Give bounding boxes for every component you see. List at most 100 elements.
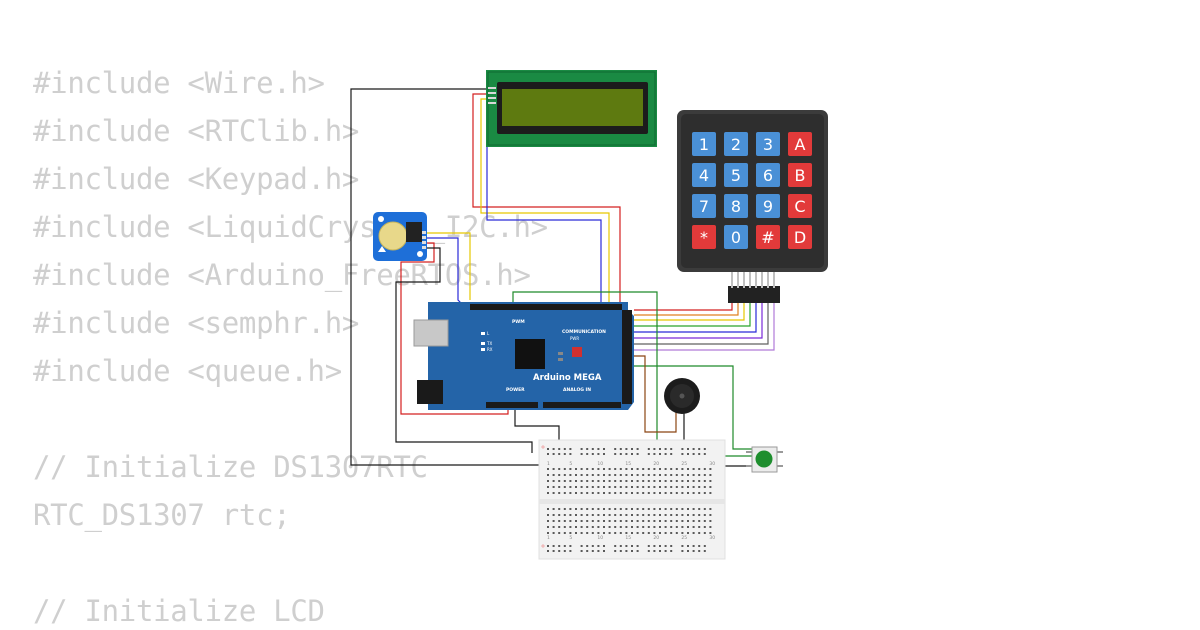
code-line: // Initialize DS1307RTC	[33, 450, 428, 484]
wire-black-rtc[interactable]	[395, 247, 533, 453]
keypad-key[interactable]: 3	[756, 132, 780, 156]
keypad-key[interactable]: 1	[692, 132, 716, 156]
wire-brown-buzzer[interactable]	[634, 355, 677, 433]
power-label: POWER	[506, 387, 525, 393]
code-line: // Initialize LCD	[33, 594, 325, 628]
keypad-key-label: #	[761, 228, 774, 247]
keypad-key-label: A	[795, 135, 806, 154]
code-line: #include <Wire.h>	[33, 66, 325, 100]
push-button[interactable]	[746, 446, 783, 473]
analog-in-label: ANALOG IN	[563, 387, 591, 393]
code-line: #include <semphr.h>	[33, 306, 360, 340]
breadboard-column-number: 15	[625, 461, 631, 467]
keypad-key[interactable]: 9	[756, 194, 780, 218]
keypad-key[interactable]: 8	[724, 194, 748, 218]
wire-keypad-5[interactable]	[634, 303, 757, 333]
keypad-key[interactable]: 7	[692, 194, 716, 218]
wire-keypad-2[interactable]	[634, 303, 739, 316]
wire-keypad-7[interactable]	[634, 303, 769, 345]
breadboard-column-number: 10	[597, 461, 603, 467]
breadboard-column-number: 30	[709, 461, 715, 467]
keypad-key-label: 4	[699, 166, 709, 185]
wire-red-lcd-vcc[interactable]	[472, 93, 621, 305]
lcd-display[interactable]	[486, 70, 657, 147]
keypad-key-label: D	[794, 228, 806, 247]
keypad-key-label: 3	[763, 135, 773, 154]
keypad-key[interactable]: 0	[724, 225, 748, 249]
rx-label: RX	[487, 347, 493, 352]
keypad-key[interactable]: *	[692, 225, 716, 249]
keypad-key-label: 9	[763, 197, 773, 216]
code-line: #include <queue.h>	[33, 354, 342, 388]
push-button-cap	[755, 450, 773, 468]
code-line: RTC_DS1307 rtc;	[33, 498, 291, 532]
breadboard-column-number: 10	[597, 535, 603, 541]
lcd-pins	[488, 87, 496, 104]
wire-red-rtc[interactable]	[400, 242, 509, 415]
keypad-key[interactable]: 2	[724, 132, 748, 156]
keypad-key[interactable]: 5	[724, 163, 748, 187]
keypad-key-label: 5	[731, 166, 741, 185]
code-line: #include <Arduino_FreeRTOS.h>	[33, 258, 531, 292]
keypad-key[interactable]: #	[756, 225, 780, 249]
power-jack	[417, 380, 443, 404]
tx-label: TX	[486, 341, 492, 346]
wire-keypad-4[interactable]	[634, 303, 751, 327]
wire-keypad-3[interactable]	[634, 303, 745, 321]
pwm-label: PWM	[512, 319, 525, 325]
usb-port	[413, 319, 449, 347]
keypad-key[interactable]: 4	[692, 163, 716, 187]
keypad-key-label: B	[795, 166, 806, 185]
keypad-key-label: 7	[699, 197, 709, 216]
breadboard-column-number: 25	[681, 461, 687, 467]
breadboard-holes	[547, 448, 712, 552]
wire-green-button[interactable]	[634, 365, 752, 450]
arduino-mega[interactable]: Arduino MEGA PWM COMMUNICATION POWER ANA…	[413, 302, 634, 410]
keypad-key[interactable]: 6	[756, 163, 780, 187]
keypad-key[interactable]: D	[788, 225, 812, 249]
rtc-module[interactable]	[373, 212, 427, 261]
communication-label: COMMUNICATION	[562, 329, 606, 335]
mcu-chip	[515, 339, 545, 369]
wire-keypad-6[interactable]	[634, 303, 763, 339]
analog-header[interactable]	[543, 402, 621, 408]
code-line: #include <RTClib.h>	[33, 114, 360, 148]
keypad-connector	[728, 286, 780, 303]
keypad-key-label: 6	[763, 166, 773, 185]
breadboard-column-number: 25	[681, 535, 687, 541]
breadboard-column-number: 30	[709, 535, 715, 541]
keypad-key-label: 2	[731, 135, 741, 154]
power-header[interactable]	[486, 402, 538, 408]
breadboard-column-number: 20	[653, 461, 659, 467]
wire-keypad-1[interactable]	[634, 303, 733, 311]
code-line: #include <Keypad.h>	[33, 162, 360, 196]
keypad-key-label: 0	[731, 228, 741, 247]
keypad-key-label: *	[700, 228, 708, 247]
keypad-key-label: 1	[699, 135, 709, 154]
breadboard-column-number: 1	[547, 461, 550, 467]
keypad-key[interactable]: C	[788, 194, 812, 218]
rtc-battery	[378, 221, 408, 251]
code-line: #include <LiquidCrystal_I2C.h>	[33, 210, 548, 244]
keypad-key-label: 8	[731, 197, 741, 216]
keypad-key[interactable]: B	[788, 163, 812, 187]
wire-yellow-lcd-sda[interactable]	[480, 98, 610, 305]
buzzer[interactable]	[664, 378, 700, 414]
led-l-label: L	[487, 331, 490, 336]
wire-yellow-rtc[interactable]	[424, 232, 471, 300]
breadboard-column-number: 15	[625, 535, 631, 541]
breadboard-column-number: 20	[653, 535, 659, 541]
pwr-label: PWR	[570, 336, 579, 341]
digital-header[interactable]	[470, 304, 632, 404]
keypad-key[interactable]: A	[788, 132, 812, 156]
board-name: Arduino MEGA	[533, 373, 602, 383]
wire-keypad-8[interactable]	[634, 303, 775, 351]
breadboard-column-number: 5	[569, 461, 572, 467]
keypad-connector-pins	[731, 272, 775, 288]
